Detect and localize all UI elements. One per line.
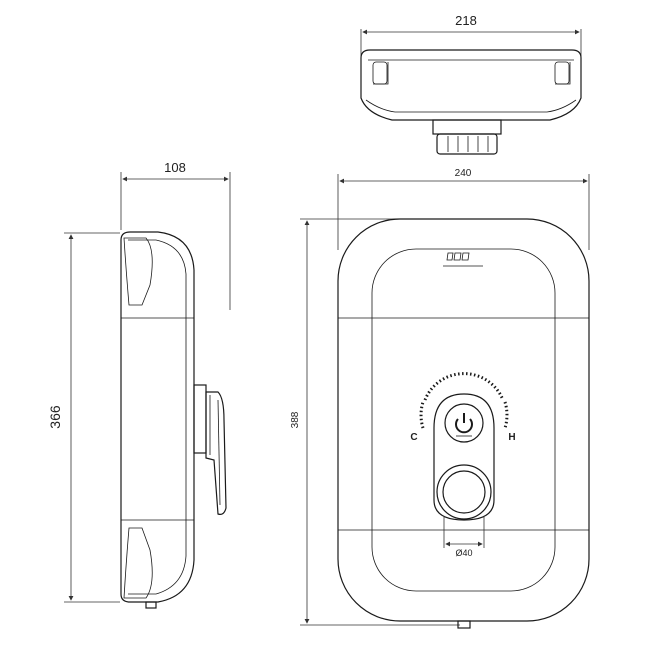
front-view: 240 388 C H Ø40 (290, 168, 590, 629)
brand-logo (443, 252, 483, 267)
control-knob[interactable] (433, 393, 495, 521)
top-view: 218 (360, 13, 582, 155)
temperature-scale (419, 372, 509, 429)
cold-marker: C (410, 432, 417, 443)
hot-marker: H (508, 432, 515, 443)
outlet-diameter-label: Ø40 (455, 548, 472, 558)
front-width-label: 240 (455, 168, 472, 179)
top-width-label: 218 (455, 13, 477, 28)
temperature-dial[interactable] (444, 403, 484, 443)
side-height-label: 366 (47, 405, 63, 429)
front-height-label: 388 (290, 411, 301, 428)
side-view: 108 366 (47, 160, 231, 609)
power-icon[interactable] (455, 413, 473, 437)
outlet-nozzle (442, 470, 486, 514)
side-depth-label: 108 (164, 160, 186, 175)
